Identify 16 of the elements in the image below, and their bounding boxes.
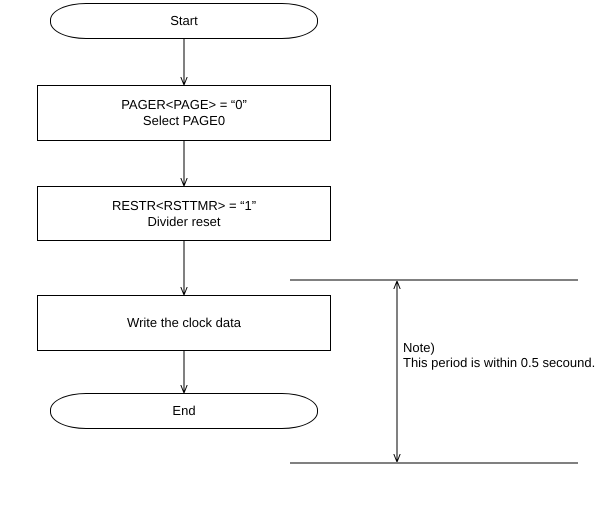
note-text: This period is within 0.5 secound. [403, 355, 596, 370]
node-text: PAGER<PAGE> = “0” [121, 97, 247, 113]
note-text: Note) [403, 340, 436, 355]
process-box [37, 295, 331, 351]
node-text: End [172, 403, 196, 419]
arrow [180, 38, 188, 86]
node-text: Select PAGE0 [142, 113, 226, 129]
arrow [180, 140, 188, 186]
node-text: Write the clock data [127, 315, 241, 331]
arrow [180, 350, 188, 394]
process-box [37, 186, 331, 241]
node-text: RESTR<RSTTMR> = “1” [112, 198, 256, 214]
node-text: Start [170, 13, 198, 29]
node-text: Divider reset [148, 214, 220, 230]
process-box [37, 85, 331, 141]
arrow [180, 240, 188, 296]
